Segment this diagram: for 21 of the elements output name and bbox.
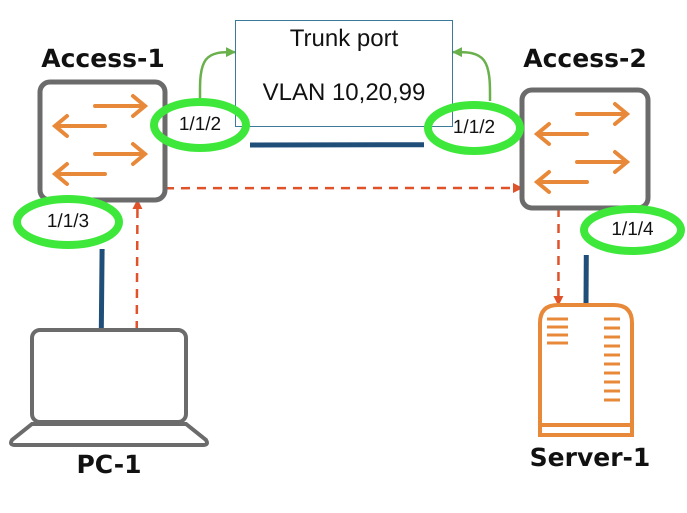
note-text: Trunk port xyxy=(288,25,400,53)
port-ellipse xyxy=(424,101,524,155)
network-cable xyxy=(584,254,589,306)
port-label: 1/1/2 xyxy=(452,117,496,139)
port-ellipse xyxy=(150,98,250,152)
device-label: Server-1 xyxy=(528,443,652,472)
port-label: 1/1/4 xyxy=(610,219,655,241)
dashed-arrow xyxy=(553,208,564,306)
port-label: 1/1/2 xyxy=(178,114,222,136)
network-cable xyxy=(98,248,105,330)
curved-arrow xyxy=(198,47,236,98)
curved-arrow xyxy=(452,47,492,101)
note-text: VLAN 10,20,99 xyxy=(262,79,426,107)
port-ellipse xyxy=(580,205,685,255)
network-cable xyxy=(250,142,424,148)
device-label: PC-1 xyxy=(75,450,142,479)
device-label: Access-2 xyxy=(522,44,648,73)
text-box xyxy=(235,20,453,127)
port-ellipse xyxy=(13,195,123,249)
port-label: 1/1/3 xyxy=(46,211,90,233)
device-label: Access-1 xyxy=(40,44,166,73)
